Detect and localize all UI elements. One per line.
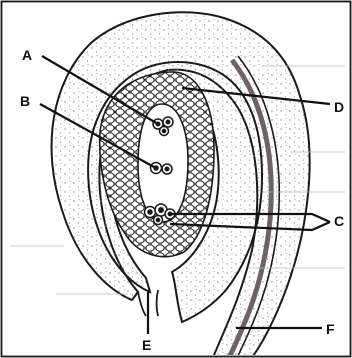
label-F: F xyxy=(326,321,335,337)
label-D: D xyxy=(334,99,344,115)
label-A: A xyxy=(22,47,32,63)
label-B: B xyxy=(20,93,30,109)
label-E: E xyxy=(142,337,151,353)
label-C: C xyxy=(334,213,344,229)
